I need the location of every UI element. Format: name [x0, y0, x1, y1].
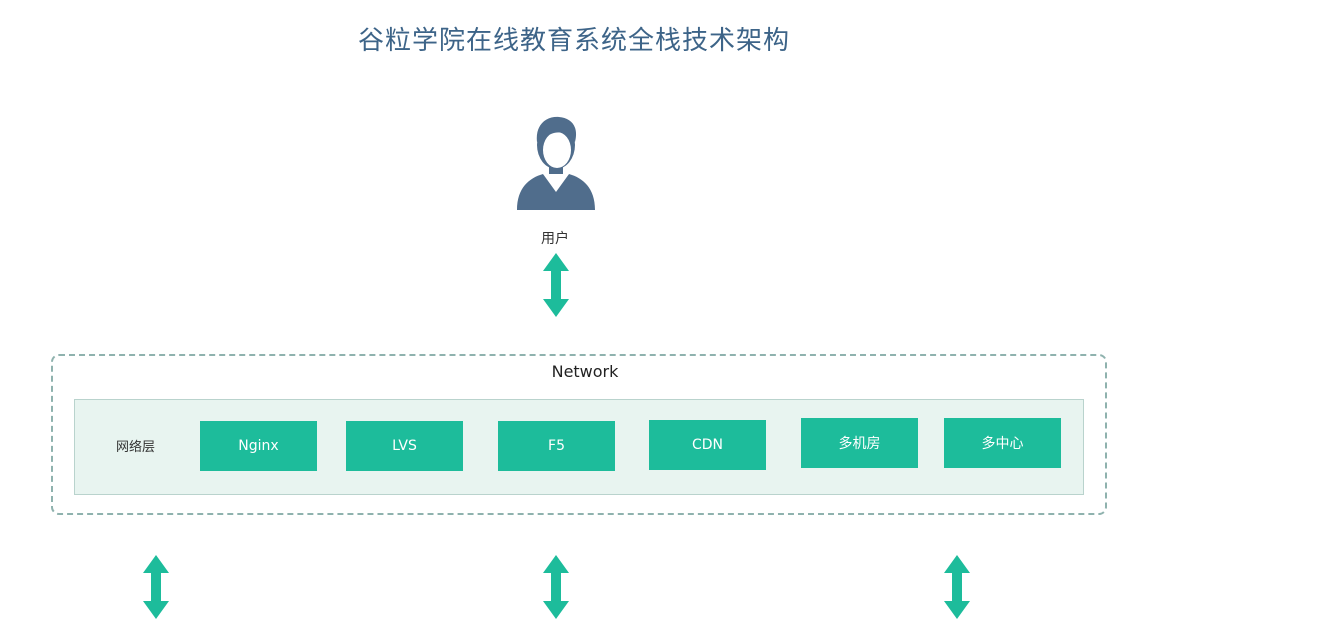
node-multi-datacenter: 多机房	[801, 418, 918, 468]
node-f5: F5	[498, 421, 615, 471]
network-title: Network	[551, 362, 619, 381]
user-network-arrow	[543, 253, 569, 317]
diagram-title: 谷粒学院在线教育系统全栈技术架构	[358, 26, 791, 56]
user-label: 用户	[541, 231, 569, 247]
node-multi-center: 多中心	[944, 418, 1061, 468]
downstream-arrow-left	[143, 555, 169, 619]
node-lvs: LVS	[346, 421, 463, 471]
node-nginx: Nginx	[200, 421, 317, 471]
node-cdn: CDN	[649, 420, 766, 470]
downstream-arrow-right	[944, 555, 970, 619]
downstream-arrow-center	[543, 555, 569, 619]
network-frame	[51, 354, 1107, 515]
user-icon	[517, 116, 595, 210]
network-layer-label: 网络层	[116, 440, 156, 455]
